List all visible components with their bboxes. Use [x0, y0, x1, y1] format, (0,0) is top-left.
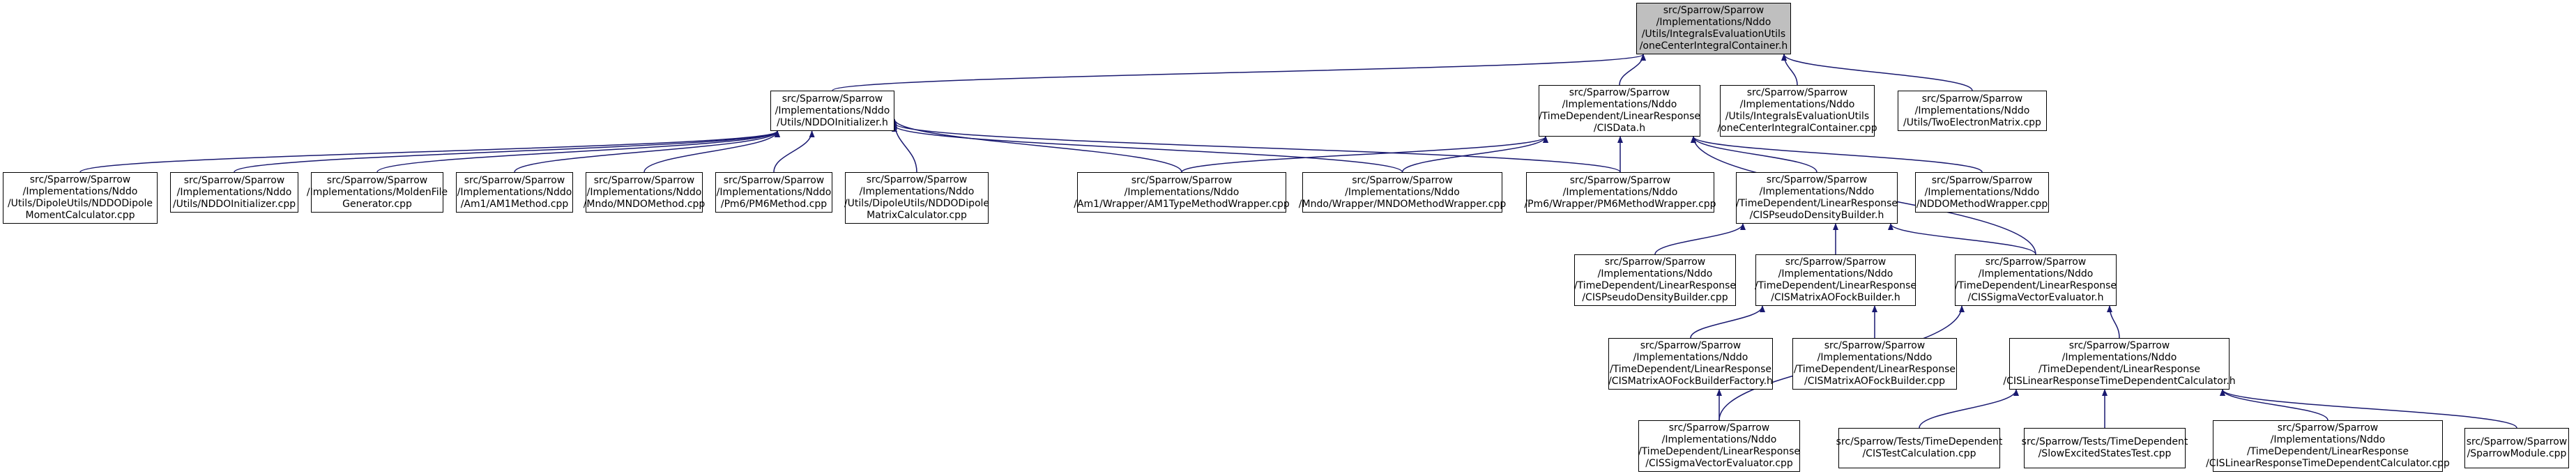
graph-node-sparrowmodule-cpp[interactable]: src/Sparrow/Sparrow /SparrowModule.cpp — [2464, 428, 2569, 468]
graph-node-mndomethod-cpp[interactable]: src/Sparrow/Sparrow /Implementations/Ndd… — [584, 172, 705, 213]
graph-node-slowexcited-cpp[interactable]: src/Sparrow/Tests/TimeDependent /SlowExc… — [2022, 428, 2188, 468]
edge-molden-cpp-to-nddo-init-h — [376, 130, 780, 173]
graph-node-cismatrixfock-h[interactable]: src/Sparrow/Sparrow /Implementations/Ndd… — [1755, 254, 1916, 306]
graph-node-twoelectron-cpp[interactable]: src/Sparrow/Sparrow /Implementations/Ndd… — [1898, 91, 2047, 131]
graph-node-nddowrapper-cpp[interactable]: src/Sparrow/Sparrow /Implementations/Ndd… — [1915, 172, 2049, 213]
graph-node-cislrtdc-cpp[interactable]: src/Sparrow/Sparrow /Implementations/Ndd… — [2206, 420, 2450, 472]
edge-cislrtdc-cpp-to-cislrtdc-h — [2220, 389, 2329, 421]
graph-node-cispdb-cpp[interactable]: src/Sparrow/Sparrow /Implementations/Ndd… — [1574, 254, 1736, 306]
graph-node-cisdata-h[interactable]: src/Sparrow/Sparrow /Implementations/Ndd… — [1539, 85, 1700, 137]
graph-node-pm6wrapper-cpp[interactable]: src/Sparrow/Sparrow /Implementations/Ndd… — [1524, 172, 1716, 213]
graph-node-cislrtdc-h[interactable]: src/Sparrow/Sparrow /Implementations/Ndd… — [2003, 338, 2236, 390]
graph-node-cispdb-h[interactable]: src/Sparrow/Sparrow /Implementations/Ndd… — [1736, 172, 1898, 224]
edge-cispdb-cpp-to-cispdb-h — [1654, 223, 1746, 255]
edge-pm6wrapper-cpp-to-nddo-init-h — [892, 123, 1621, 173]
graph-node-cisfockfactory-h[interactable]: src/Sparrow/Sparrow /Implementations/Ndd… — [1608, 338, 1773, 390]
graph-node-cismatrixfock-cpp[interactable]: src/Sparrow/Sparrow /Implementations/Ndd… — [1792, 338, 1957, 390]
edge-twoelectron-cpp-to-root — [1781, 54, 1973, 91]
edge-cissigma-h-to-cispdb-h — [1888, 223, 2036, 255]
graph-node-molden-cpp[interactable]: src/Sparrow/Sparrow /Implementations/Mol… — [307, 172, 448, 213]
edge-nddo-init-h-to-root — [832, 54, 1646, 91]
edge-cisfockfactory-h-to-cismatrixfock-h — [1690, 305, 1765, 339]
graph-node-mndowrapper-cpp[interactable]: src/Sparrow/Sparrow /Implementations/Ndd… — [1299, 172, 1506, 213]
edges-layer — [79, 54, 2517, 429]
edge-mndowrapper-cpp-to-cisdata-h — [1401, 136, 1548, 173]
graph-node-onecenter-cpp[interactable]: src/Sparrow/Sparrow /Implementations/Ndd… — [1717, 85, 1877, 137]
edge-cistestcalc-cpp-to-cislrtdc-h — [1919, 389, 2019, 429]
graph-node-nddo-init-cpp[interactable]: src/Sparrow/Sparrow /Implementations/Ndd… — [170, 172, 298, 213]
edge-sparrowmodule-cpp-to-cislrtdc-h — [2220, 389, 2517, 429]
graph-node-nddodipole-cpp[interactable]: src/Sparrow/Sparrow /Implementations/Ndd… — [3, 172, 158, 224]
graph-node-am1wrapper-cpp[interactable]: src/Sparrow/Sparrow /Implementations/Ndd… — [1074, 172, 1290, 213]
graph-node-nddo-init-h[interactable]: src/Sparrow/Sparrow /Implementations/Ndd… — [770, 91, 894, 131]
edge-nddo-init-cpp-to-nddo-init-h — [234, 130, 780, 173]
graph-node-cissigma-h[interactable]: src/Sparrow/Sparrow /Implementations/Ndd… — [1955, 254, 2117, 306]
graph-node-dipolematrix-cpp[interactable]: src/Sparrow/Sparrow /Implementations/Ndd… — [844, 172, 989, 224]
edge-pm6method-cpp-to-nddo-init-h — [773, 130, 815, 173]
graph-node-pm6method-cpp[interactable]: src/Sparrow/Sparrow /Implementations/Ndd… — [715, 172, 832, 213]
edge-cisdata-h-to-root — [1619, 54, 1646, 86]
edge-am1wrapper-cpp-to-nddo-init-h — [892, 118, 1182, 173]
edge-nddodipole-cpp-to-nddo-init-h — [79, 130, 780, 173]
graph-node-cissigma-cpp[interactable]: src/Sparrow/Sparrow /Implementations/Ndd… — [1638, 420, 1800, 472]
graph-node-root: src/Sparrow/Sparrow /Implementations/Ndd… — [1636, 3, 1791, 54]
graph-node-cistestcalc-cpp[interactable]: src/Sparrow/Tests/TimeDependent /CISTest… — [1836, 428, 2002, 468]
edge-cislrtdc-h-to-cissigma-h — [2107, 305, 2120, 339]
edge-mndowrapper-cpp-to-nddo-init-h — [892, 125, 1403, 173]
edge-cispdb-h-to-cisdata-h — [1691, 136, 1817, 173]
graph-node-am1method-cpp[interactable]: src/Sparrow/Sparrow /Implementations/Ndd… — [456, 172, 573, 213]
edge-mndomethod-cpp-to-nddo-init-h — [643, 130, 780, 173]
edge-nddowrapper-cpp-to-cisdata-h — [1691, 136, 1983, 173]
edge-am1wrapper-cpp-to-cisdata-h — [1181, 136, 1548, 173]
edge-am1method-cpp-to-nddo-init-h — [514, 130, 780, 173]
